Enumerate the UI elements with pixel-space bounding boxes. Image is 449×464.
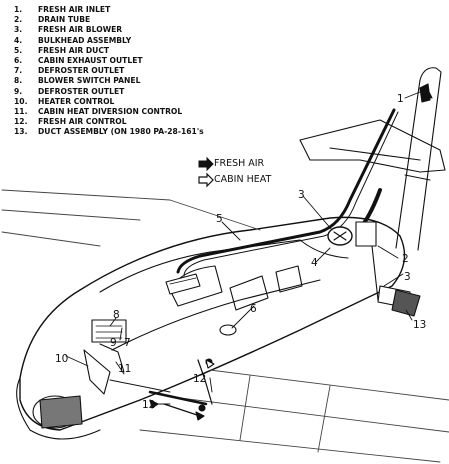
airflow-key-arrows <box>198 157 214 188</box>
legend-item: 13. DUCT ASSEMBLY (ON 1980 PA-28-161's <box>14 127 204 137</box>
instrument-panel-controls <box>83 319 171 395</box>
callout-12b: 12 <box>142 399 155 411</box>
legend-number: 5. <box>14 45 23 55</box>
legend-label: DUCT ASSEMBLY (ON 1980 PA-28-161's <box>38 127 204 137</box>
legend-item: 2. DRAIN TUBE <box>14 15 204 25</box>
callout-8: 8 <box>113 309 120 321</box>
legend-number: 9. <box>14 86 23 96</box>
legend-item: 12. FRESH AIR CONTROL <box>14 117 204 127</box>
bulkhead-assembly <box>299 239 349 259</box>
right-wing <box>139 369 449 463</box>
legend-number: 4. <box>14 35 23 45</box>
fresh-air-inlet <box>419 83 431 103</box>
legend-number: 10. <box>14 96 28 106</box>
callout-5: 5 <box>216 213 223 225</box>
legend-label: CABIN HEAT DIVERSION CONTROL <box>38 107 183 117</box>
legend-label: CABIN EXHAUST OUTLET <box>38 56 143 66</box>
legend-number: 13. <box>14 127 28 137</box>
leader-lines <box>65 91 421 405</box>
callout-13: 13 <box>413 319 426 331</box>
legend-number: 7. <box>14 66 23 76</box>
left-wing <box>1 189 261 247</box>
fresh-air-arrow-icon <box>198 157 214 172</box>
legend-label: BULKHEAD ASSEMBLY <box>38 35 132 45</box>
legend-label: FRESH AIR BLOWER <box>38 25 123 35</box>
legend-item: 4. BULKHEAD ASSEMBLY <box>14 36 204 46</box>
legend-label: DRAIN TUBE <box>38 15 91 25</box>
legend-number: 2. <box>14 15 23 25</box>
airflow-arrows <box>149 89 433 421</box>
legend-item: 1. FRESH AIR INLET <box>14 5 204 15</box>
legend-label: FRESH AIR INLET <box>38 5 111 14</box>
cabin-heat-key-label: CABIN HEAT <box>214 174 272 185</box>
fresh-air-duct <box>176 108 399 277</box>
legend-label: HEATER CONTROL <box>38 96 115 106</box>
floor-duct <box>148 358 213 417</box>
fresh-air-key-label: FRESH AIR <box>214 158 265 169</box>
callout-3a: 3 <box>298 189 305 201</box>
legend-label: DEFROSTER OUTLET <box>38 86 125 96</box>
callout-4: 4 <box>311 257 318 269</box>
legend-label: BLOWER SWITCH PANEL <box>38 76 141 86</box>
callout-numbers: 1 2 3 3 4 5 6 7 8 9 10 11 12 12 13 <box>55 93 426 411</box>
callout-3b: 3 <box>404 271 411 283</box>
callout-7: 7 <box>124 337 131 349</box>
callout-11: 11 <box>118 363 131 375</box>
callout-10: 10 <box>55 353 68 365</box>
legend-item: 8. BLOWER SWITCH PANEL <box>14 76 204 86</box>
legend-item: 7. DEFROSTER OUTLET <box>14 66 204 76</box>
vertical-fin <box>395 67 442 251</box>
legend-number: 8. <box>14 76 23 86</box>
horizontal-stabilizer <box>299 119 446 173</box>
callout-12a: 12 <box>193 373 206 385</box>
legend-item: 5. FRESH AIR DUCT <box>14 46 204 56</box>
legend-label: FRESH AIR DUCT <box>38 45 110 55</box>
legend-item: 9. DEFROSTER OUTLET <box>14 87 204 97</box>
callout-1: 1 <box>397 93 404 105</box>
callout-2: 2 <box>402 253 409 265</box>
callout-9: 9 <box>110 337 117 349</box>
legend-item: 3. FRESH AIR BLOWER <box>14 25 204 35</box>
legend-number: 1. <box>14 5 23 14</box>
legend-item: 6. CABIN EXHAUST OUTLET <box>14 56 204 66</box>
duct-assembly <box>377 285 421 317</box>
defroster-outlet <box>165 273 201 295</box>
fresh-air-blower <box>327 221 377 247</box>
legend-label: DEFROSTER OUTLET <box>38 66 125 76</box>
legend-item: 10. HEATER CONTROL <box>14 97 204 107</box>
component-legend: 1. FRESH AIR INLET 2. DRAIN TUBE 3. FRESH A… <box>14 5 204 138</box>
drain-tube <box>371 245 379 301</box>
legend-number: 11. <box>14 107 28 117</box>
legend-number: 3. <box>14 25 23 35</box>
legend-item: 11. CABIN HEAT DIVERSION CONTROL <box>14 107 204 117</box>
legend-number: 6. <box>14 56 23 66</box>
legend-label: FRESH AIR CONTROL <box>38 117 127 127</box>
legend-number: 12. <box>14 117 28 127</box>
callout-6: 6 <box>250 303 257 315</box>
cabin-heat-arrow-icon <box>198 172 214 188</box>
engine-cowl <box>16 377 101 440</box>
